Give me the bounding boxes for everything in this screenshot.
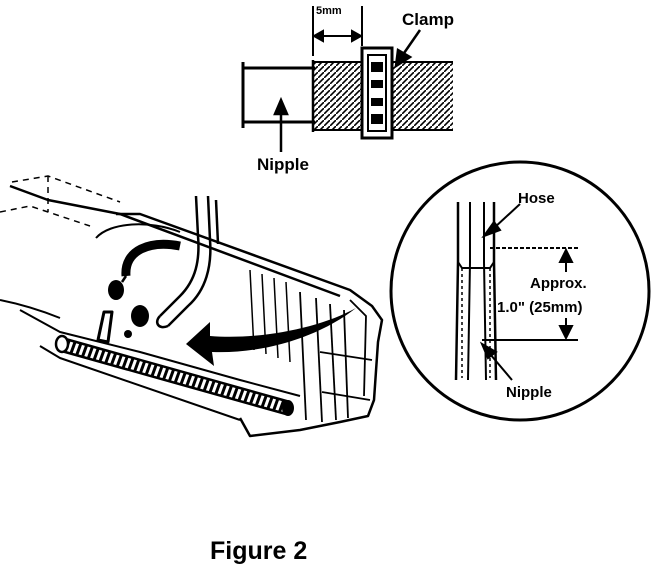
drain-nozzle (96, 310, 114, 344)
spacing-dimension (311, 6, 364, 56)
nipple-label-top: Nipple (257, 155, 309, 174)
clamp (360, 46, 394, 140)
figure-caption: Figure 2 (210, 537, 308, 565)
hose-pointer-arrow (481, 203, 521, 239)
fitting-b (131, 305, 149, 327)
nipple-tube (241, 62, 315, 128)
nipple-circle-pointer-arrow (479, 341, 513, 381)
drain-pan-panel (299, 291, 373, 423)
unit-body-outline (116, 212, 384, 438)
clamp-detail (241, 6, 453, 152)
hose-label: Hose (518, 190, 555, 207)
unit-top-edge (9, 184, 341, 298)
magnified-detail (389, 160, 651, 422)
curved-hose (121, 239, 181, 277)
measurement-label: 1.0" (25mm) (497, 299, 583, 316)
clamp-pointer-arrow (394, 29, 422, 69)
unit-inner-edge (19, 309, 301, 397)
refrigerant-pipes (156, 195, 220, 329)
nipple-label-circle: Nipple (506, 384, 552, 401)
direction-arrow (186, 308, 356, 366)
nipple-pointer-arrow (273, 96, 289, 152)
spacing-label: 5mm (316, 5, 342, 17)
unit-back-outline (0, 175, 121, 227)
magnifier-circle (389, 160, 651, 422)
approx-label: Approx. (530, 275, 587, 292)
clamp-label: Clamp (402, 10, 454, 29)
coiled-drain-hose (54, 334, 294, 416)
indoor-unit-illustration (0, 175, 384, 438)
insertion-dimension (482, 247, 578, 341)
fitting-a (108, 280, 124, 300)
